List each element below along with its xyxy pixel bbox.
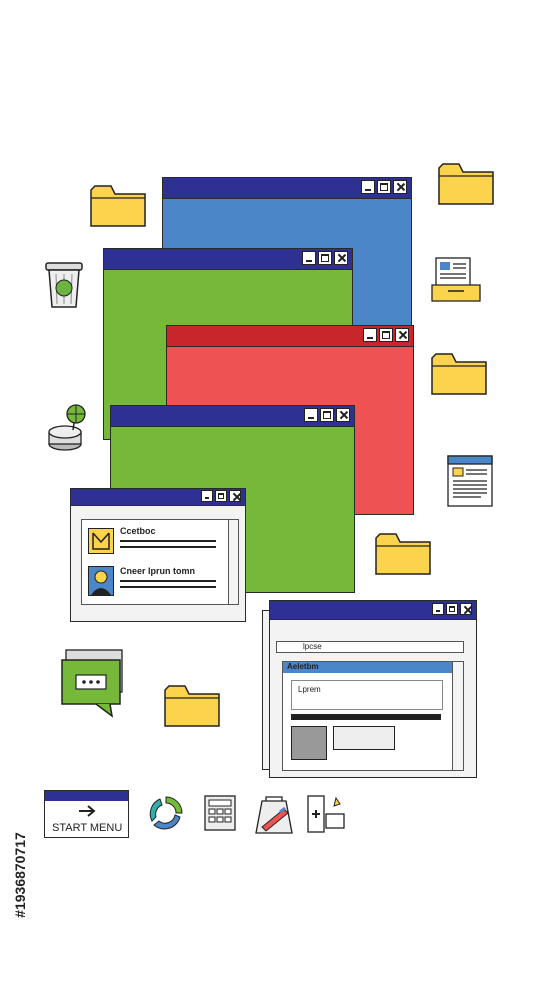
paint-icon[interactable]: [252, 793, 296, 837]
content-pane: Aeletbm Lprem: [282, 661, 464, 771]
add-window-icon[interactable]: [306, 794, 350, 834]
chat-icon[interactable]: [60, 648, 126, 718]
contact-name-2: Cneer lprun tomn: [120, 566, 196, 576]
close-icon[interactable]: [334, 251, 348, 265]
document-tray-icon[interactable]: [430, 255, 482, 305]
close-icon[interactable]: [229, 490, 241, 502]
close-icon[interactable]: [460, 603, 472, 615]
folder-icon[interactable]: [374, 530, 432, 578]
divider: [120, 540, 216, 542]
minimize-icon[interactable]: [361, 180, 375, 194]
maximize-icon[interactable]: [446, 603, 458, 615]
start-menu-label: START MENU: [52, 822, 123, 834]
field-text: Lprem: [298, 685, 321, 694]
minimize-icon[interactable]: [432, 603, 444, 615]
heading-text: Aeletbm: [287, 662, 319, 671]
close-icon[interactable]: [336, 408, 350, 422]
document-window-icon[interactable]: [447, 455, 493, 507]
address-bar[interactable]: lpcse: [276, 641, 464, 653]
folder-icon[interactable]: [89, 182, 147, 230]
image-placeholder: [291, 726, 327, 760]
title-bar[interactable]: [71, 489, 245, 506]
folder-icon[interactable]: [430, 350, 488, 398]
title-bar[interactable]: [270, 601, 476, 620]
card-icon[interactable]: [88, 528, 114, 554]
minimize-icon[interactable]: [304, 408, 318, 422]
progress-bar: [291, 714, 441, 720]
calculator-icon[interactable]: [201, 794, 241, 834]
maximize-icon[interactable]: [320, 408, 334, 422]
maximize-icon[interactable]: [318, 251, 332, 265]
text-field[interactable]: Lprem: [291, 680, 443, 710]
maximize-icon[interactable]: [379, 328, 393, 342]
recycle-bin-icon[interactable]: [43, 260, 85, 310]
contact-name-1: Ccetboc: [120, 526, 156, 536]
divider: [120, 580, 216, 582]
stock-id-text: #1936870717: [12, 832, 28, 918]
maximize-icon[interactable]: [377, 180, 391, 194]
maximize-icon[interactable]: [215, 490, 227, 502]
browser-window[interactable]: lpcse Aeletbm Lprem: [269, 600, 477, 778]
network-drive-icon[interactable]: [47, 402, 91, 456]
title-bar[interactable]: [111, 406, 354, 427]
title-bar: [45, 791, 128, 801]
contacts-window[interactable]: Ccetboc Cneer lprun tomn: [70, 488, 246, 622]
title-bar[interactable]: [104, 249, 352, 270]
minimize-icon[interactable]: [302, 251, 316, 265]
close-icon[interactable]: [393, 180, 407, 194]
start-menu-button[interactable]: START MENU: [44, 790, 129, 838]
heading-bar: Aeletbm: [283, 662, 455, 673]
stock-id: #1936870717: [6, 760, 34, 990]
divider: [120, 586, 216, 588]
title-bar[interactable]: [167, 326, 413, 347]
scrollbar[interactable]: [452, 662, 463, 770]
address-text: lpcse: [303, 642, 322, 651]
refresh-icon[interactable]: [146, 793, 186, 833]
title-bar[interactable]: [163, 178, 411, 199]
minimize-icon[interactable]: [363, 328, 377, 342]
arrow-right-icon: [79, 805, 96, 817]
contacts-panel: Ccetboc Cneer lprun tomn: [81, 519, 239, 605]
folder-icon[interactable]: [163, 682, 221, 730]
scrollbar[interactable]: [228, 520, 238, 604]
image-placeholder: [333, 726, 395, 750]
avatar[interactable]: [88, 566, 114, 596]
divider: [120, 546, 216, 548]
close-icon[interactable]: [395, 328, 409, 342]
minimize-icon[interactable]: [201, 490, 213, 502]
folder-icon[interactable]: [437, 160, 495, 208]
